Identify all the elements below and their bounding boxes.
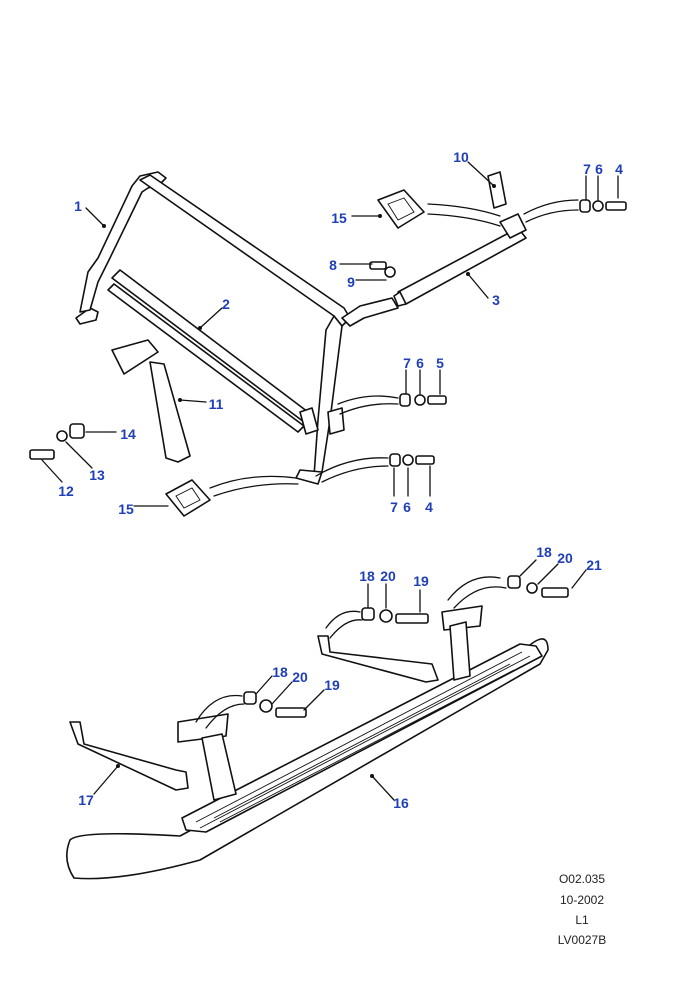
side-step [66, 638, 549, 880]
callout-11: 11 [208, 396, 224, 412]
leader-lines [41, 161, 619, 801]
tread-pattern [213, 663, 515, 823]
callout-20-right: 20 [557, 550, 573, 566]
fasteners-lower-right [389, 453, 435, 467]
callout-12: 12 [58, 483, 74, 499]
callout-20-middle: 20 [380, 568, 396, 584]
connector-lines-upper [209, 199, 579, 497]
callout-18-middle: 18 [359, 568, 375, 584]
callout-1: 1 [74, 198, 82, 214]
callout-6-bottom: 6 [403, 499, 411, 515]
fasteners-middle-right [399, 393, 447, 407]
mounting-plate-lower [165, 479, 211, 517]
callout-4-top: 4 [615, 161, 623, 177]
callout-3: 3 [492, 292, 500, 308]
diagram-level: L1 [575, 913, 589, 927]
fasteners-upper-right [579, 199, 627, 213]
callout-6-top: 6 [595, 161, 603, 177]
callout-7-bottom: 7 [390, 499, 398, 515]
support-bracket-11 [111, 339, 191, 463]
callout-4-bottom: 4 [425, 499, 433, 515]
callout-16: 16 [393, 795, 409, 811]
step-bracket-17 [69, 721, 189, 791]
diagonal-stay [393, 213, 527, 307]
diagram-reference: LV0027B [557, 933, 607, 947]
callout-14: 14 [120, 426, 136, 442]
callout-18-left: 18 [272, 664, 288, 680]
callout-17: 17 [78, 792, 94, 808]
roll-bar-hoop [75, 171, 399, 485]
callout-6-middle: 6 [416, 355, 424, 371]
callout-5: 5 [436, 355, 444, 371]
callout-15-bottom: 15 [118, 501, 134, 517]
callout-7-top: 7 [583, 161, 591, 177]
callout-18-right: 18 [536, 544, 552, 560]
fasteners-step-front [243, 691, 307, 718]
callout-2: 2 [222, 296, 230, 312]
callout-21: 21 [586, 557, 602, 573]
callout-7-middle: 7 [403, 355, 411, 371]
callout-19-middle: 19 [413, 573, 429, 589]
step-bracket-mid [317, 635, 439, 683]
fasteners-left [29, 423, 85, 460]
fasteners-step-mid [361, 607, 429, 624]
callout-9: 9 [347, 274, 355, 290]
hanger-rear [441, 605, 483, 681]
callout-19-left: 19 [324, 677, 340, 693]
callout-10: 10 [453, 149, 469, 165]
fasteners-step-rear [507, 575, 569, 598]
callout-8: 8 [329, 257, 337, 273]
hanger-front [177, 713, 237, 801]
callout-15-top: 15 [331, 210, 347, 226]
connector-lines-lower [195, 576, 507, 729]
mounting-plate-upper [377, 189, 425, 229]
callout-13: 13 [89, 467, 105, 483]
diagram-date: 10-2002 [559, 893, 605, 907]
diagram-code: O02.035 [558, 872, 606, 886]
fasteners-8-9 [369, 261, 396, 278]
callout-20-left: 20 [292, 669, 308, 685]
cross-tube [107, 269, 345, 435]
bracket-10 [487, 171, 507, 209]
